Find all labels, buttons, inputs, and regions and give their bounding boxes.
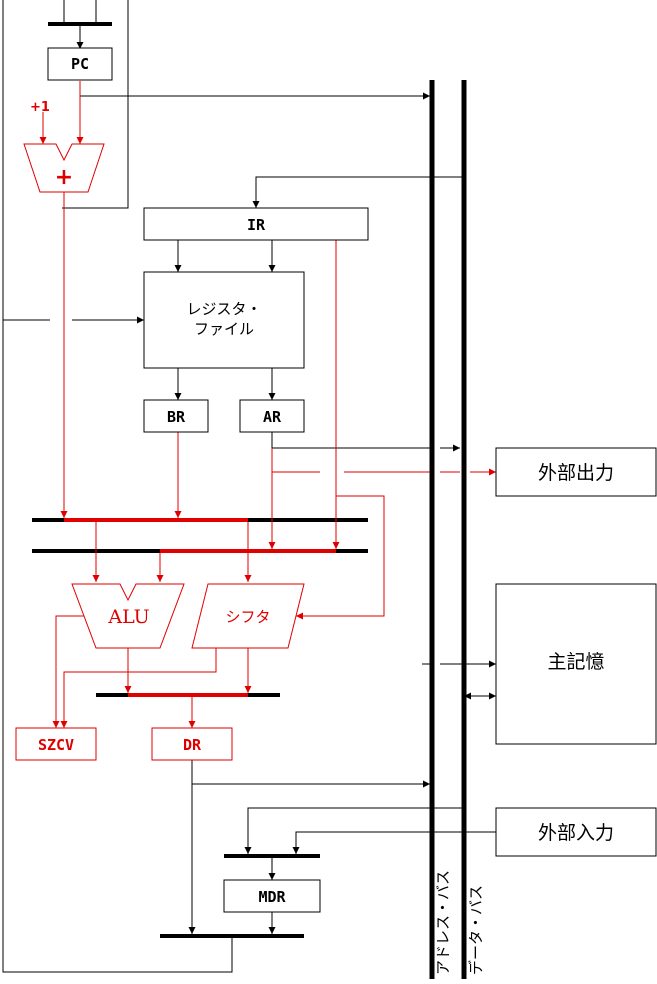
br-label: BR	[167, 408, 186, 426]
main-memory: 主記憶	[495, 583, 657, 745]
alu: ALU	[71, 583, 185, 649]
increment-label: +1	[30, 100, 50, 115]
external-output: 外部出力	[495, 447, 657, 497]
address-bus-label: アドレス・バス	[434, 870, 452, 975]
dr-label: DR	[183, 736, 202, 754]
regfile-label-2: ファイル	[194, 320, 254, 338]
pc-label: PC	[71, 55, 89, 73]
regfile-label-1: レジスタ・	[186, 300, 261, 318]
br-register: BR	[143, 399, 209, 433]
mdr-register: MDR	[223, 879, 321, 913]
szcv-label: SZCV	[38, 736, 74, 754]
data-bus-label: データ・バス	[467, 885, 485, 975]
ir-register: IR	[143, 207, 369, 241]
external-output-label: 外部出力	[538, 462, 614, 484]
shifter: シフタ	[191, 583, 305, 649]
mdr-label: MDR	[258, 888, 286, 906]
adder-symbol: +	[55, 165, 73, 190]
pc-adder: +	[23, 143, 105, 193]
system-buses	[429, 80, 467, 979]
main-memory-label: 主記憶	[547, 651, 604, 673]
ar-label: AR	[263, 408, 282, 426]
pc-register: PC	[47, 47, 113, 81]
ir-label: IR	[247, 216, 266, 234]
dr-register: DR	[151, 727, 233, 761]
register-file: レジスタ・ ファイル	[143, 271, 305, 369]
szcv-flags: SZCV	[15, 727, 97, 761]
datapath-wires	[39, 81, 496, 728]
external-input: 外部入力	[495, 807, 657, 857]
alu-label: ALU	[107, 606, 149, 628]
external-input-label: 外部入力	[538, 822, 614, 844]
ar-register: AR	[239, 399, 305, 433]
shifter-label: シフタ	[225, 608, 270, 626]
